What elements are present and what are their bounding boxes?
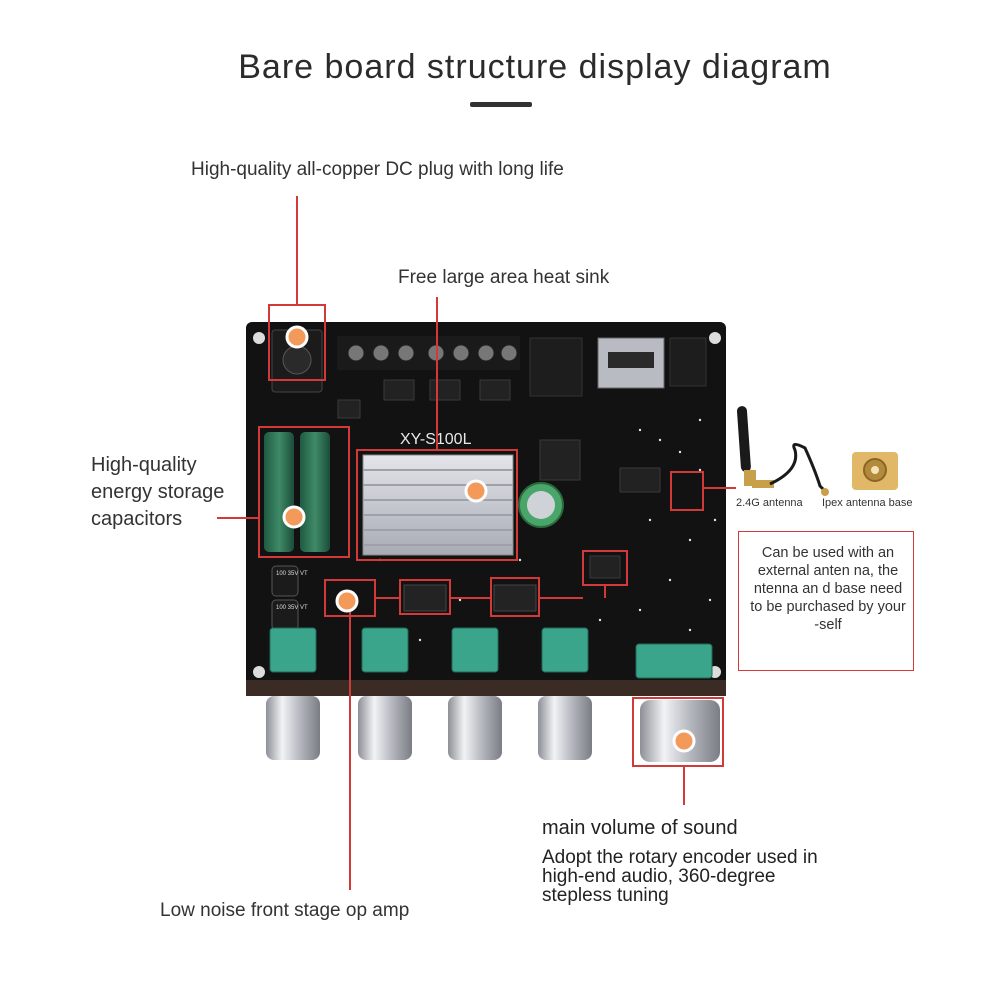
label-op-amp: Low noise front stage op amp xyxy=(160,900,410,921)
label-ipex-base: Ipex antenna base xyxy=(822,497,913,509)
tone-knobs xyxy=(266,696,592,760)
potentiometers xyxy=(269,627,713,679)
title-underline xyxy=(470,102,532,107)
board-model-text: XY-S100L xyxy=(400,431,472,448)
op-amp-chips xyxy=(403,584,537,612)
label-antenna: 2.4G antenna xyxy=(736,497,803,509)
small-capacitor xyxy=(518,482,564,528)
label-capacitors: High-quality energy storage capacitors xyxy=(91,454,225,530)
screw-terminals xyxy=(337,336,520,370)
volume-knob-box xyxy=(632,697,724,767)
audio-jack xyxy=(529,337,707,397)
cap-mark-1: 100 35V VT xyxy=(276,571,308,577)
capacitor-box xyxy=(258,426,350,558)
leader-lines xyxy=(217,196,736,890)
note-box xyxy=(738,531,914,671)
label-dc-plug: High-quality all-copper DC plug with lon… xyxy=(191,159,564,180)
smd-capacitors: 100 35V VT 100 35V VT xyxy=(271,565,308,631)
label-heat-sink: Free large area heat sink xyxy=(398,267,610,288)
label-volume-desc: Adopt the rotary encoder used in high-en… xyxy=(542,847,818,906)
antenna-icon xyxy=(736,406,829,496)
page-title: Bare board structure display diagram xyxy=(238,48,832,86)
note-text: Can be used with an external anten na, t… xyxy=(750,545,906,633)
label-volume-title: main volume of sound xyxy=(542,817,738,839)
dc-jack xyxy=(271,329,323,393)
ipex-connector-icon xyxy=(852,452,898,490)
antenna-base-box xyxy=(670,471,704,511)
heat-sink xyxy=(362,454,514,556)
cap-mark-2: 100 35V VT xyxy=(276,605,308,611)
small-chips xyxy=(337,379,661,579)
marker-dot-icon xyxy=(282,325,696,753)
usb-port xyxy=(597,337,665,389)
